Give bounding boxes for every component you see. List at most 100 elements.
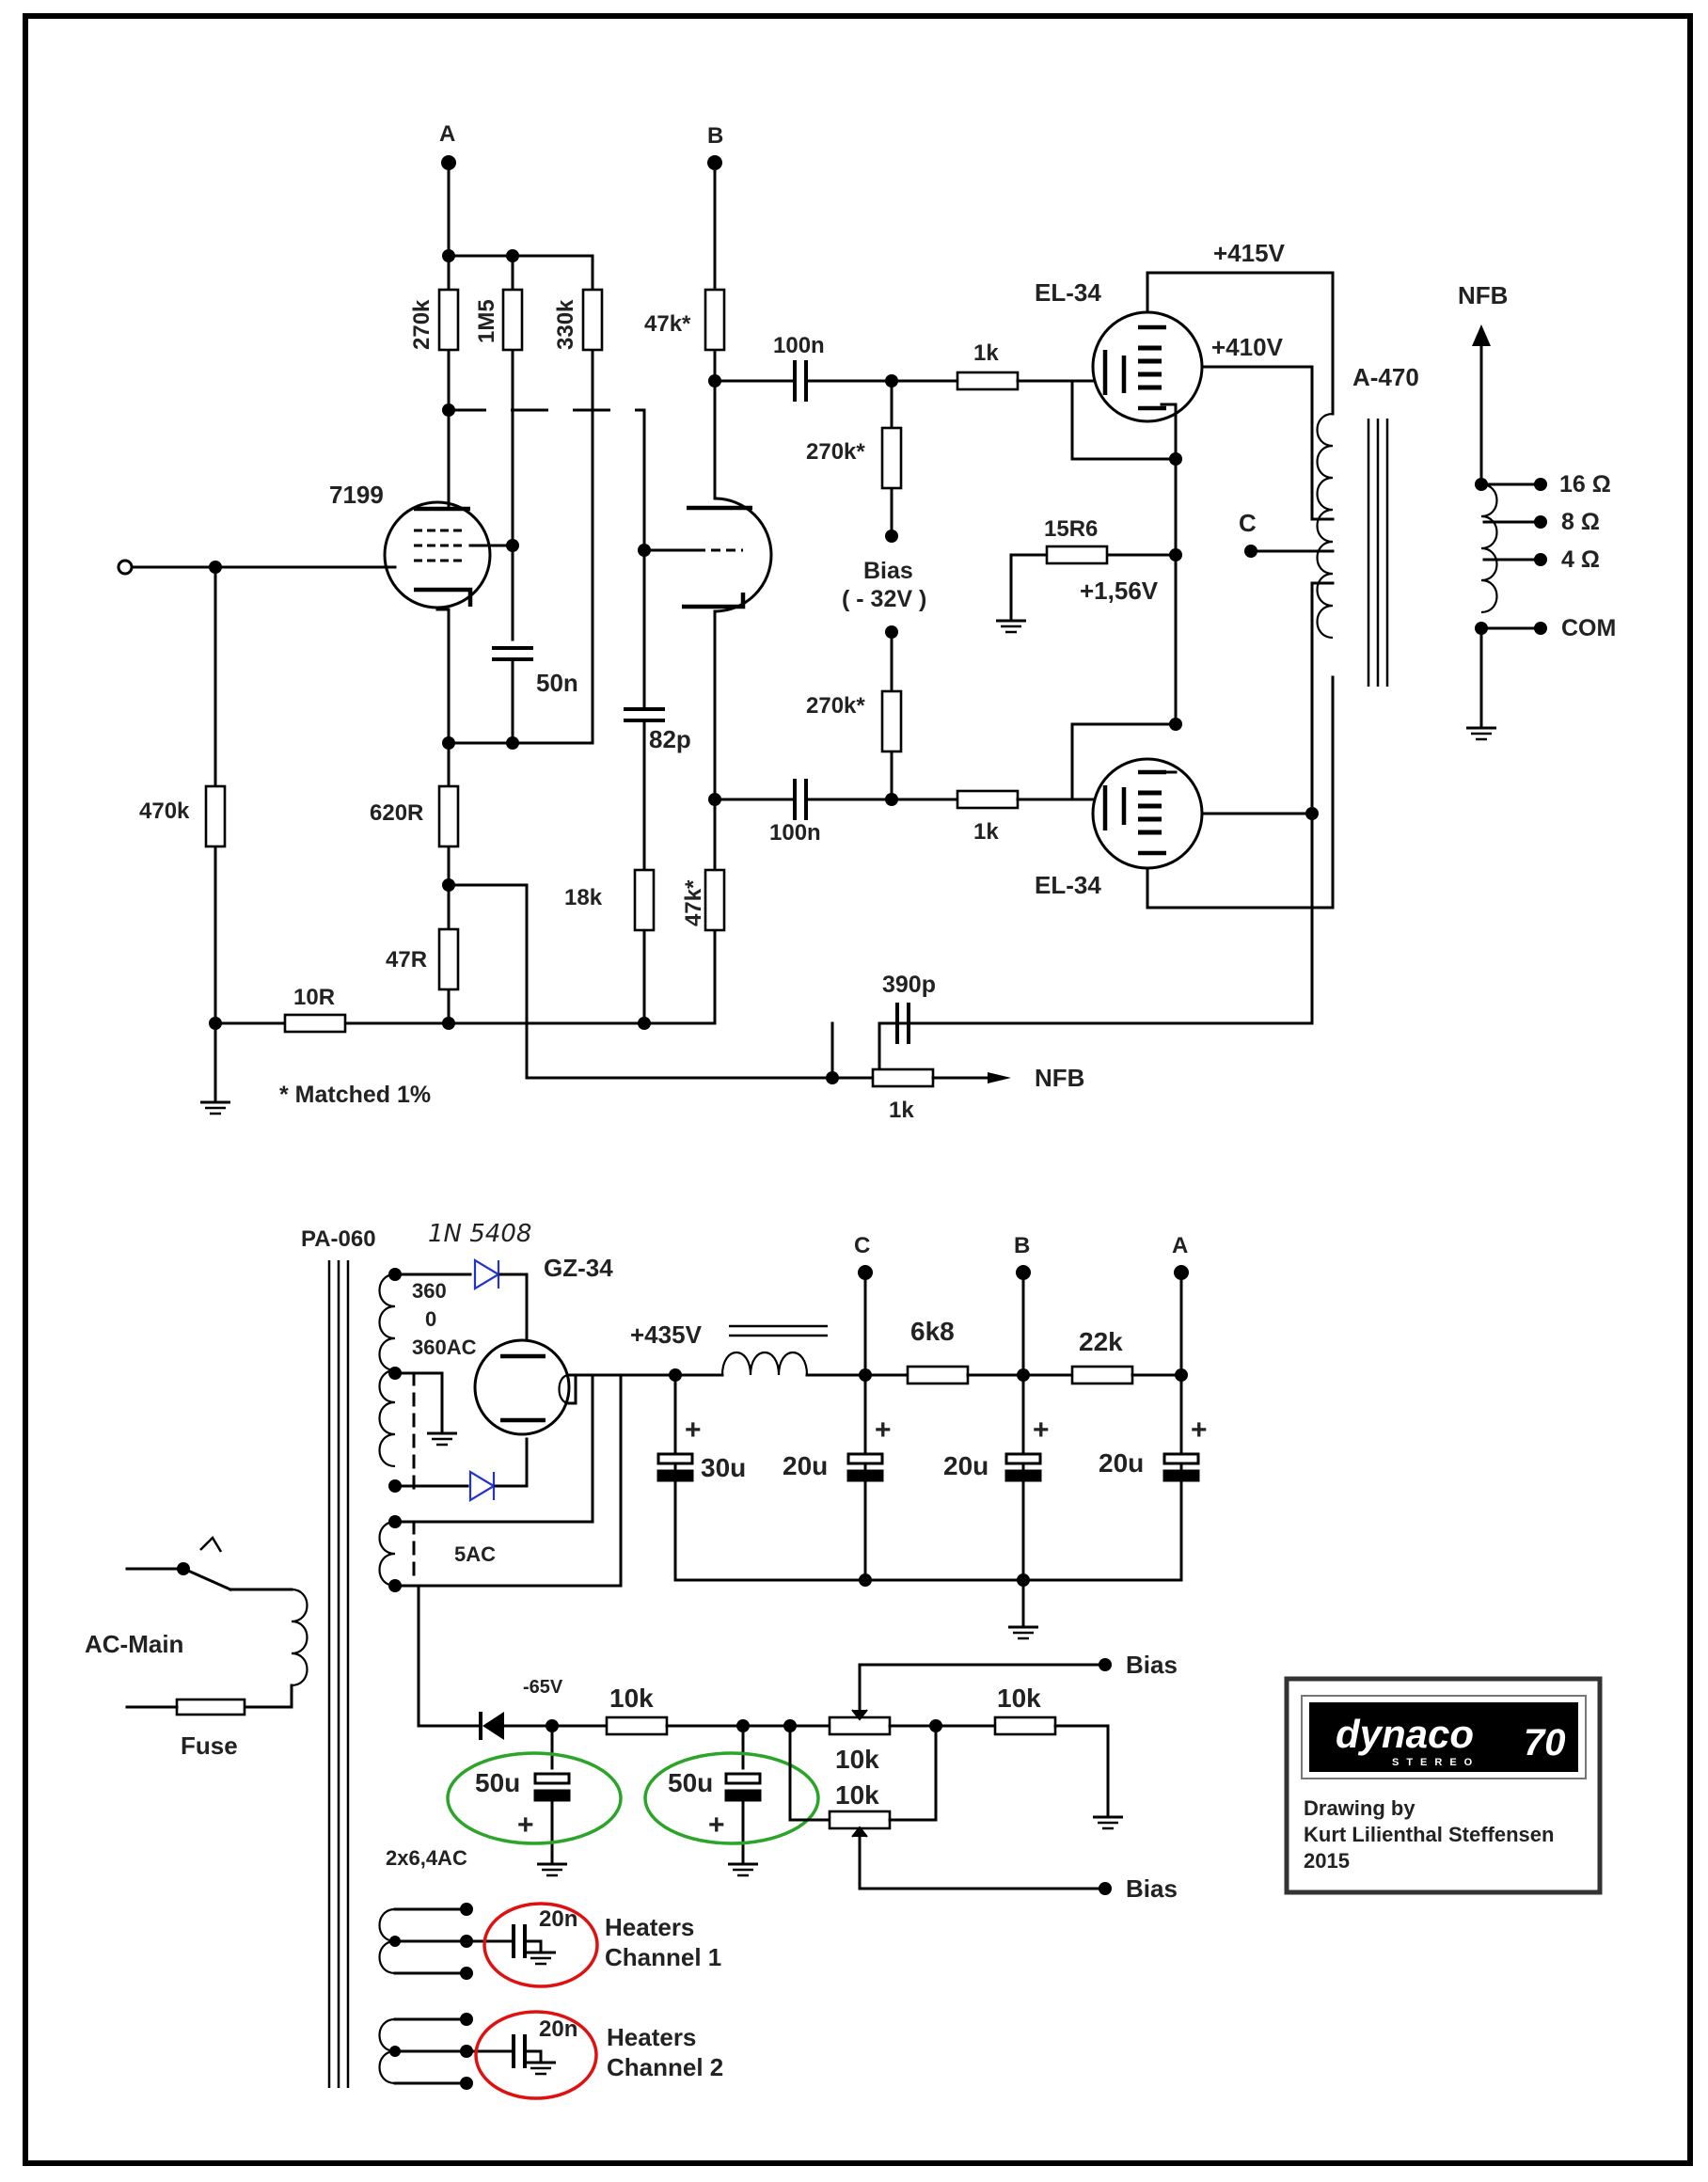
label-1k-nfb: 1k	[889, 1098, 914, 1123]
label-10k-1: 10k	[609, 1684, 654, 1713]
heaters-ch1-line2: Channel 1	[605, 1943, 721, 1971]
tube-triode-2	[682, 497, 773, 613]
label-100n-top: 100n	[773, 333, 825, 358]
tube-gz34	[473, 1338, 577, 1436]
label-22k: 22k	[1079, 1327, 1123, 1356]
tube-gz34-label: GZ-34	[544, 1254, 613, 1282]
label-1k-top: 1k	[973, 340, 999, 366]
label-270k: 270k	[409, 299, 435, 350]
resistor-47r	[437, 927, 460, 991]
voltage-410v: +410V	[1211, 333, 1284, 361]
resistor-6k8	[906, 1365, 970, 1385]
label-20u-2: 20u	[943, 1451, 988, 1480]
resistor-10k-1	[605, 1716, 669, 1736]
heater-windings-label: 2x6,4AC	[386, 1846, 467, 1870]
node-c-ps-label: C	[854, 1233, 870, 1258]
tube-7199	[383, 500, 492, 609]
label-50n: 50n	[536, 669, 578, 697]
label-47k-bottom: 47k*	[681, 879, 706, 926]
label-100n-bottom: 100n	[769, 820, 821, 846]
note-matched: * Matched 1%	[279, 1082, 431, 1108]
diode-bias	[479, 1712, 504, 1740]
power-supply-section: PA-060 360 0 360AC 5AC 1N 5408 GZ-34	[85, 1220, 1208, 2100]
label-470k: 470k	[139, 798, 190, 824]
label-1m5: 1M5	[474, 299, 499, 343]
tube-el34-top	[1091, 310, 1204, 423]
resistor-270k-top	[880, 426, 903, 490]
tube-el34-top-label: EL-34	[1035, 278, 1101, 307]
label-18k: 18k	[564, 885, 603, 910]
label-390p: 390p	[882, 972, 936, 998]
node-a-label: A	[439, 121, 455, 147]
resistor-270k-bottom	[880, 689, 903, 753]
resistor-18k	[633, 868, 656, 932]
amplifier-section: A 270k 1M5 330k 7199	[117, 121, 1616, 1123]
bias-label: Bias	[863, 558, 913, 584]
hv-top: 360	[412, 1279, 447, 1303]
heaters-ch2-line1: Heaters	[607, 2023, 696, 2051]
voltage-neg-65v: -65V	[523, 1677, 563, 1698]
bias-out-top: Bias	[1126, 1651, 1178, 1679]
label-10r: 10R	[293, 985, 335, 1010]
nfb-arrow-label: NFB	[1458, 281, 1508, 309]
diode-1n5408-bottom	[468, 1470, 497, 1502]
node-c-label: C	[1239, 509, 1257, 537]
svg-text:+: +	[1191, 1415, 1208, 1446]
label-270k-top: 270k*	[806, 439, 865, 465]
resistor-22k	[1070, 1365, 1134, 1385]
hv-label: 360AC	[412, 1336, 477, 1359]
tap-4-ohm: 4 Ω	[1561, 546, 1600, 573]
resistor-1k-nfb	[871, 1067, 935, 1088]
fuse-label: Fuse	[181, 1731, 238, 1760]
tap-8-ohm: 8 Ω	[1561, 509, 1600, 535]
resistor-1k-top	[956, 371, 1020, 391]
voltage-1-56v: +1,56V	[1080, 577, 1159, 605]
ac-main-label: AC-Main	[85, 1630, 183, 1658]
credit-line1: Drawing by	[1304, 1796, 1415, 1820]
heaters-ch2-line2: Channel 2	[607, 2053, 723, 2081]
bias-value: ( - 32V )	[842, 586, 926, 612]
tube-7199-label: 7199	[329, 481, 384, 509]
heaters-ch1-line1: Heaters	[605, 1913, 694, 1941]
node-a-ps-label: A	[1172, 1233, 1188, 1258]
resistor-15r6	[1045, 545, 1109, 565]
resistor-1m5	[501, 288, 524, 352]
input-terminal[interactable]	[117, 559, 134, 576]
logo-sub: STEREO	[1392, 1757, 1479, 1768]
resistor-47k-top	[704, 288, 726, 352]
node-b-ps-label: B	[1014, 1233, 1030, 1258]
diode-1n5408-top	[473, 1258, 501, 1290]
voltage-435v: +435V	[630, 1320, 703, 1349]
logo-text: dynaco	[1336, 1712, 1474, 1756]
tube-el34-bottom	[1091, 757, 1204, 870]
resistor-470k	[204, 784, 227, 848]
rect-heater-label: 5AC	[454, 1542, 496, 1566]
resistor-330k	[581, 288, 604, 352]
resistor-10r	[283, 1013, 347, 1034]
label-10k-2: 10k	[997, 1684, 1041, 1713]
nfb-input-label: NFB	[1035, 1064, 1084, 1092]
resistor-620r	[437, 784, 460, 848]
label-620r: 620R	[370, 800, 423, 826]
label-15r6: 15R6	[1044, 516, 1098, 542]
choke	[720, 1324, 828, 1376]
svg-text:+: +	[517, 1810, 534, 1841]
label-270k-bottom: 270k*	[806, 693, 865, 719]
label-30u: 30u	[701, 1453, 746, 1482]
svg-text:+: +	[708, 1810, 725, 1841]
label-20u-1: 20u	[783, 1451, 828, 1480]
resistor-47k-bottom	[704, 868, 726, 932]
tube-el34-bottom-label: EL-34	[1035, 871, 1101, 899]
bias-out-bottom: Bias	[1126, 1874, 1178, 1903]
node-b-label: B	[707, 123, 723, 149]
resistor-10k-2	[993, 1716, 1057, 1736]
drawing-frame	[23, 13, 1693, 2166]
label-330k: 330k	[553, 299, 578, 350]
diode-note: 1N 5408	[428, 1220, 531, 1248]
label-1k-bottom: 1k	[973, 819, 999, 845]
label-47r: 47R	[386, 947, 427, 972]
fuse	[175, 1698, 246, 1716]
label-pot-2: 10k	[835, 1780, 879, 1810]
credit-line2: Kurt Lilienthal Steffensen	[1304, 1823, 1554, 1846]
label-82p: 82p	[649, 725, 691, 753]
